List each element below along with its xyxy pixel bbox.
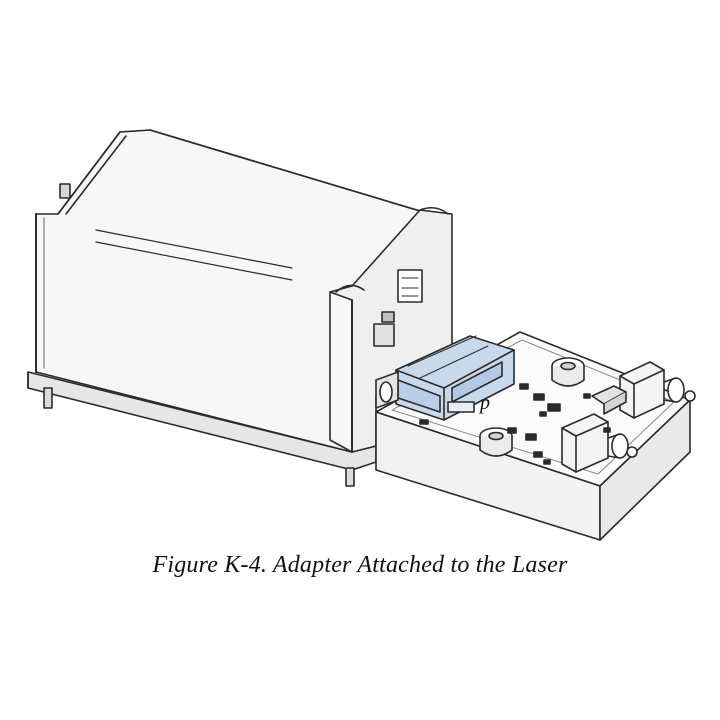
laser-side-knob xyxy=(59,183,71,199)
laser-foot-right xyxy=(345,467,355,487)
smd-component xyxy=(519,383,529,390)
laser-end-port xyxy=(373,323,395,347)
smd-component xyxy=(547,403,561,412)
adapter-connector-highlight xyxy=(395,335,515,421)
laser-foot-left xyxy=(43,387,53,409)
smd-component xyxy=(419,419,429,425)
smd-component xyxy=(507,427,517,434)
laser-housing xyxy=(27,129,453,487)
smd-component xyxy=(533,393,545,401)
smd-component xyxy=(583,393,591,399)
adapter-assembly xyxy=(375,331,696,541)
laser-end-connector xyxy=(397,269,423,303)
smd-component xyxy=(603,427,611,433)
figure-caption: Figure K-4. Adapter Attached to the Lase… xyxy=(152,552,568,578)
smd-component xyxy=(539,411,547,417)
smd-component xyxy=(543,459,551,465)
smd-component xyxy=(525,433,537,441)
callout-label-p: p xyxy=(480,392,490,414)
sma-connector-front xyxy=(561,413,638,473)
smd-component xyxy=(533,451,543,458)
adapter-box-side xyxy=(599,399,691,541)
sma-connector-rear xyxy=(619,361,696,419)
